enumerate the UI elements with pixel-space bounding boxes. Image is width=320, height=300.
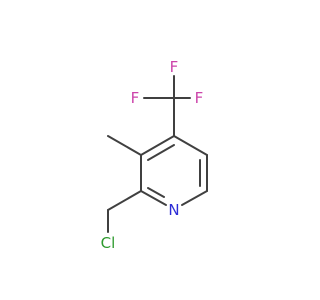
bond-c4-c5 xyxy=(173,135,208,156)
bond-n1-c2-inner xyxy=(147,187,165,198)
molecule-structure: F F F N Cl xyxy=(101,58,208,252)
bond-c3-c4-inner xyxy=(147,144,175,161)
atom-fluorine-top: F xyxy=(170,58,179,76)
bond-c2-ch2 xyxy=(107,190,142,211)
bond-n1-c2-outer xyxy=(140,190,167,206)
atom-fluorine-right: F xyxy=(195,89,204,107)
atom-nitrogen: N xyxy=(168,201,179,219)
bond-group xyxy=(107,75,208,233)
atom-chlorine: Cl xyxy=(101,234,116,252)
atom-label-group: F F F N Cl xyxy=(101,58,204,252)
bond-c3-c4-outer xyxy=(140,135,175,156)
bond-c6-n1 xyxy=(181,190,208,206)
atom-fluorine-left: F xyxy=(131,89,140,107)
bond-c3-methyl xyxy=(107,135,142,156)
